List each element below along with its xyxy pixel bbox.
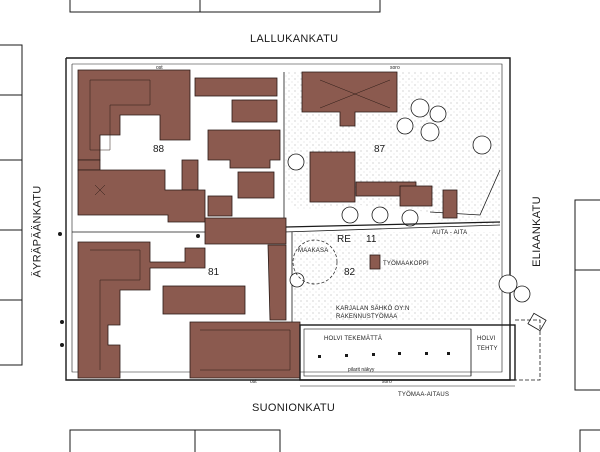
entrance-markers xyxy=(58,232,200,347)
building xyxy=(162,285,246,315)
auta-aita-line xyxy=(285,221,501,228)
building xyxy=(189,321,301,379)
holvi-tehty-label-2: TEHTY xyxy=(477,346,498,352)
building xyxy=(237,171,275,199)
building xyxy=(399,185,433,207)
ost-label: ost xyxy=(250,379,257,385)
lot-number: 81 xyxy=(208,267,220,278)
building xyxy=(77,241,206,379)
maakasa-label: MAAKASA xyxy=(298,248,329,254)
pillars xyxy=(318,352,450,358)
building xyxy=(231,99,278,123)
buildings xyxy=(77,69,458,379)
building xyxy=(194,77,278,97)
construction-site xyxy=(299,312,547,387)
building xyxy=(301,71,398,127)
building xyxy=(77,159,101,171)
tyomaakoppi-label: TYÖMAAKOPPI xyxy=(383,261,429,267)
site-label-line1: KARJALAN SÄHKÖ OY:N xyxy=(336,306,410,312)
lot-number: 87 xyxy=(374,144,386,155)
site-label-line2: RAKENNUSTYÖMAA xyxy=(336,314,398,320)
street-east-label: ELIAANKATU xyxy=(530,196,543,267)
building xyxy=(77,69,191,161)
holvi-tekematta-label: HOLVI TEKEMÄTTÄ xyxy=(324,336,383,342)
soro-label: soro xyxy=(390,65,400,71)
building xyxy=(369,254,381,270)
building xyxy=(267,244,287,321)
tyomaa-aitaus-label: TYÖMAA-AITAUS xyxy=(398,392,450,398)
building xyxy=(207,129,281,169)
building xyxy=(442,189,458,219)
roof-lines xyxy=(89,79,391,371)
street-west-label: ÄYRÄPÄÄNKATU xyxy=(31,185,44,278)
auta-aita-label: AUTA - AITA xyxy=(432,230,468,236)
block-label: RE xyxy=(337,234,351,245)
maakasa-mound xyxy=(292,239,338,285)
building xyxy=(309,151,356,203)
building xyxy=(204,217,287,245)
street-north-label: LALLUKANKATU xyxy=(250,33,339,45)
building xyxy=(181,159,199,191)
ost-label: ost xyxy=(156,65,163,71)
block-number: 11 xyxy=(366,234,377,245)
building xyxy=(207,195,233,217)
pilarit-label: pilarit näkyy xyxy=(348,367,375,373)
trees xyxy=(287,98,531,303)
street-south-label: SUONIONKATU xyxy=(252,402,336,414)
lot-number: 88 xyxy=(153,144,165,155)
holvi-tehty-label-1: HOLVI xyxy=(477,336,496,342)
lot-number: 82 xyxy=(344,267,356,278)
soro-label: soro xyxy=(382,379,392,385)
